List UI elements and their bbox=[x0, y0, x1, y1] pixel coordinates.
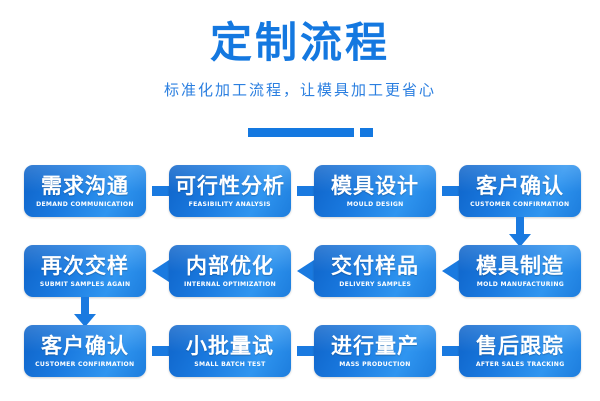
flow-row-2: 再次交样 SUBMIT SAMPLES AGAIN 内部优化 INTERNAL … bbox=[0, 245, 600, 301]
arrow-down-icon bbox=[74, 297, 96, 327]
flow-step-label-en: MASS PRODUCTION bbox=[339, 359, 411, 368]
flow-step-label-cn: 需求沟通 bbox=[41, 173, 129, 198]
flow-step-label-en: CUSTOMER CONFIRMATION bbox=[470, 199, 570, 208]
flow-step-mold-manufacturing[interactable]: 模具制造 MOLD MANUFACTURING bbox=[459, 245, 581, 297]
flow-step-label-en: DEMAND COMMUNICATION bbox=[36, 199, 134, 208]
flow-step-label-cn: 客户确认 bbox=[476, 173, 564, 198]
divider-bar-long bbox=[248, 128, 354, 137]
flow-step-label-cn: 交付样品 bbox=[331, 253, 419, 278]
flow-step-label-cn: 模具设计 bbox=[331, 173, 419, 198]
process-flow-diagram: 需求沟通 DEMAND COMMUNICATION 可行性分析 FEASIBIL… bbox=[0, 155, 600, 401]
flow-step-customer-confirmation-1[interactable]: 客户确认 CUSTOMER CONFIRMATION bbox=[459, 165, 581, 217]
page-title: 定制流程 bbox=[209, 18, 390, 67]
flow-step-mould-design[interactable]: 模具设计 MOULD DESIGN bbox=[314, 165, 436, 217]
flow-step-label-en: CUSTOMER CONFIRMATION bbox=[35, 359, 135, 368]
flow-step-label-en: AFTER SALES TRACKING bbox=[475, 359, 565, 368]
flow-step-label-cn: 模具制造 bbox=[476, 253, 564, 278]
flow-step-label-cn: 售后跟踪 bbox=[476, 333, 564, 358]
page-header: 定制流程 标准化加工流程，让模具加工更省心 bbox=[0, 0, 600, 100]
arrow-down-icon bbox=[509, 217, 531, 247]
flow-step-label-en: DELIVERY SAMPLES bbox=[339, 279, 411, 288]
flow-step-after-sales-tracking[interactable]: 售后跟踪 AFTER SALES TRACKING bbox=[459, 325, 581, 377]
flow-step-internal-optimization[interactable]: 内部优化 INTERNAL OPTIMIZATION bbox=[169, 245, 291, 297]
flow-step-label-cn: 客户确认 bbox=[41, 333, 129, 358]
flow-step-label-en: SMALL BATCH TEST bbox=[194, 359, 266, 368]
flow-step-mass-production[interactable]: 进行量产 MASS PRODUCTION bbox=[314, 325, 436, 377]
flow-step-submit-samples-again[interactable]: 再次交样 SUBMIT SAMPLES AGAIN bbox=[24, 245, 146, 297]
flow-step-label-cn: 小批量试 bbox=[186, 333, 274, 358]
divider-bar-short bbox=[360, 128, 373, 137]
title-divider bbox=[0, 128, 600, 138]
flow-step-label-cn: 内部优化 bbox=[186, 253, 274, 278]
page-subtitle: 标准化加工流程，让模具加工更省心 bbox=[163, 81, 436, 99]
flow-row-1: 需求沟通 DEMAND COMMUNICATION 可行性分析 FEASIBIL… bbox=[0, 165, 600, 221]
flow-step-label-en: SUBMIT SAMPLES AGAIN bbox=[39, 279, 131, 288]
flow-step-label-en: MOLD MANUFACTURING bbox=[476, 279, 564, 288]
flow-step-customer-confirmation-2[interactable]: 客户确认 CUSTOMER CONFIRMATION bbox=[24, 325, 146, 377]
flow-step-label-en: INTERNAL OPTIMIZATION bbox=[183, 279, 277, 288]
flow-step-label-cn: 再次交样 bbox=[41, 253, 129, 278]
flow-step-small-batch-test[interactable]: 小批量试 SMALL BATCH TEST bbox=[169, 325, 291, 377]
flow-step-label-cn: 进行量产 bbox=[331, 333, 419, 358]
flow-step-label-cn: 可行性分析 bbox=[175, 173, 285, 198]
flow-step-label-en: FEASIBILITY ANALYSIS bbox=[188, 199, 272, 208]
flow-step-delivery-samples[interactable]: 交付样品 DELIVERY SAMPLES bbox=[314, 245, 436, 297]
flow-row-3: 客户确认 CUSTOMER CONFIRMATION 小批量试 SMALL BA… bbox=[0, 325, 600, 381]
flow-step-label-en: MOULD DESIGN bbox=[346, 199, 404, 208]
flow-step-feasibility-analysis[interactable]: 可行性分析 FEASIBILITY ANALYSIS bbox=[169, 165, 291, 217]
flow-step-demand-communication[interactable]: 需求沟通 DEMAND COMMUNICATION bbox=[24, 165, 146, 217]
